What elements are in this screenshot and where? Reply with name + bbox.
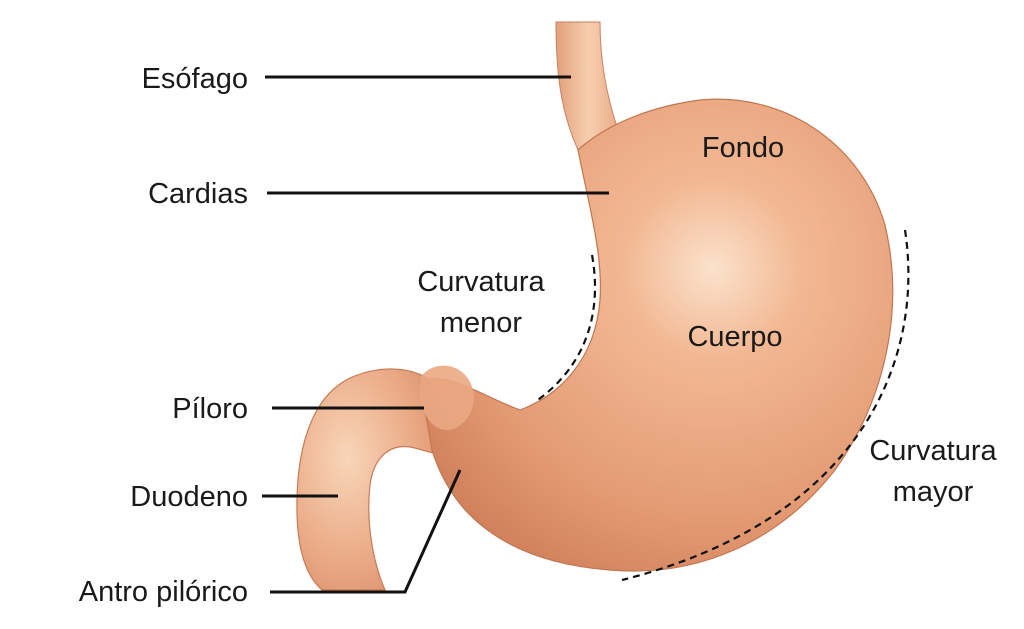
stomach-body-shape	[419, 98, 894, 572]
pylorus-shape	[419, 365, 474, 431]
label-curvatura-mayor-1: Curvatura	[869, 435, 997, 467]
lesser-curvature-dashes	[534, 254, 597, 403]
label-curvatura-mayor-2: mayor	[893, 476, 974, 508]
label-cardias: Cardias	[148, 178, 248, 210]
label-piloro: Píloro	[172, 393, 248, 425]
label-curvatura-menor-2: menor	[440, 307, 523, 339]
label-esofago: Esófago	[142, 63, 248, 95]
label-duodeno: Duodeno	[130, 481, 248, 513]
duodenum-shape	[296, 368, 441, 591]
label-curvatura-menor-1: Curvatura	[417, 266, 545, 298]
label-fondo: Fondo	[702, 132, 784, 164]
label-cuerpo: Cuerpo	[687, 321, 782, 353]
antro-leader-line	[270, 469, 462, 594]
label-antro-pilorico: Antro pilórico	[79, 576, 248, 608]
